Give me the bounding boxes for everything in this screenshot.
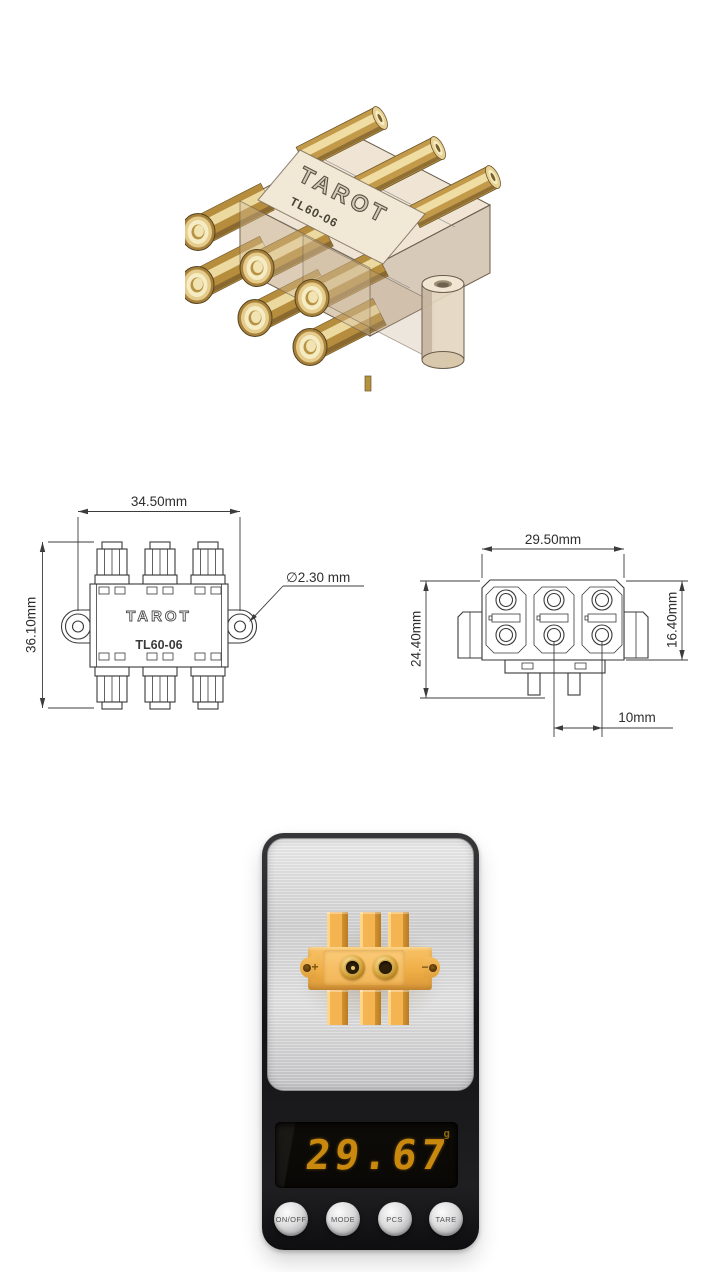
svg-text:29.50mm: 29.50mm xyxy=(525,532,581,547)
mode-button: MODE xyxy=(326,1202,360,1236)
technical-drawings: TAROT TL60-06 34.50mm 36.10mm ∅2.30 mm xyxy=(24,494,688,737)
svg-text:34.50mm: 34.50mm xyxy=(131,494,187,509)
body-windows xyxy=(98,586,222,661)
connector-prong xyxy=(360,912,381,947)
right-ear-hole xyxy=(429,963,437,972)
dim-pitch-10: 10mm xyxy=(553,642,673,737)
socket-circles xyxy=(495,589,613,646)
front-bullet-faces xyxy=(185,213,330,366)
svg-text:16.40mm: 16.40mm xyxy=(665,592,680,648)
mounting-lug xyxy=(364,275,465,392)
dim-height-24-40: 24.40mm xyxy=(409,580,545,699)
tare-button: TARE xyxy=(429,1202,463,1236)
connector-prong xyxy=(327,990,348,1025)
on-off-button: ON/OFF xyxy=(274,1202,308,1236)
connector-prong xyxy=(327,912,348,947)
side-body-outline xyxy=(481,579,625,661)
front-view-brand: TAROT xyxy=(126,608,192,625)
dim-width-34-50: 34.50mm xyxy=(77,494,241,611)
dim-hole-diameter: ∅2.30 mm xyxy=(249,570,364,622)
digital-scale: + − g 29.67 ON/OFF MODE PCS TARE xyxy=(262,833,479,1250)
dim-width-29-50: 29.50mm xyxy=(481,532,625,578)
connector-product-photo: + − xyxy=(298,912,444,1025)
right-ear-hole xyxy=(233,620,247,633)
dim-height-36-10: 36.10mm xyxy=(24,541,94,709)
drawing-side-view: 29.50mm 24.40mm 16.40mm 10mm xyxy=(409,532,688,737)
scale-display: g 29.67 xyxy=(275,1122,458,1188)
top-label-plate: TAROT TL60-06 xyxy=(257,149,426,265)
drawing-front-view: TAROT TL60-06 34.50mm 36.10mm ∅2.30 mm xyxy=(24,494,364,710)
dim-height-16-40: 16.40mm xyxy=(626,580,688,661)
positive-mark: + xyxy=(311,960,319,974)
bottom-prongs xyxy=(94,666,226,710)
bottom-step-and-pins xyxy=(504,659,606,696)
svg-text:36.10mm: 36.10mm xyxy=(24,597,39,653)
front-bullet-bodies xyxy=(193,182,434,361)
connector-prong xyxy=(388,912,409,947)
svg-text:24.40mm: 24.40mm xyxy=(409,611,424,667)
svg-text:10mm: 10mm xyxy=(618,710,656,725)
connector-left-ear xyxy=(300,957,316,978)
connector-socket-block xyxy=(323,950,405,985)
front-view-model: TL60-06 xyxy=(135,638,182,652)
pcs-button: PCS xyxy=(377,1202,412,1236)
positive-socket xyxy=(340,955,365,980)
connector-prong xyxy=(388,990,409,1025)
product-3d-render: TAROT TL60-06 xyxy=(185,106,501,392)
connector-right-ear xyxy=(424,957,440,978)
connector-prong xyxy=(360,990,381,1025)
left-ear-hole xyxy=(71,620,85,633)
negative-socket xyxy=(373,955,398,980)
display-unit: g xyxy=(443,1127,450,1140)
display-value: 29.67 xyxy=(302,1131,452,1179)
connector-body-outline xyxy=(89,583,229,668)
socket-frames xyxy=(485,586,623,654)
negative-mark: − xyxy=(421,960,429,974)
svg-text:∅2.30 mm: ∅2.30 mm xyxy=(286,570,350,585)
left-ear-hole xyxy=(303,963,311,972)
bottom-pin xyxy=(364,375,372,392)
top-prongs xyxy=(94,541,226,585)
